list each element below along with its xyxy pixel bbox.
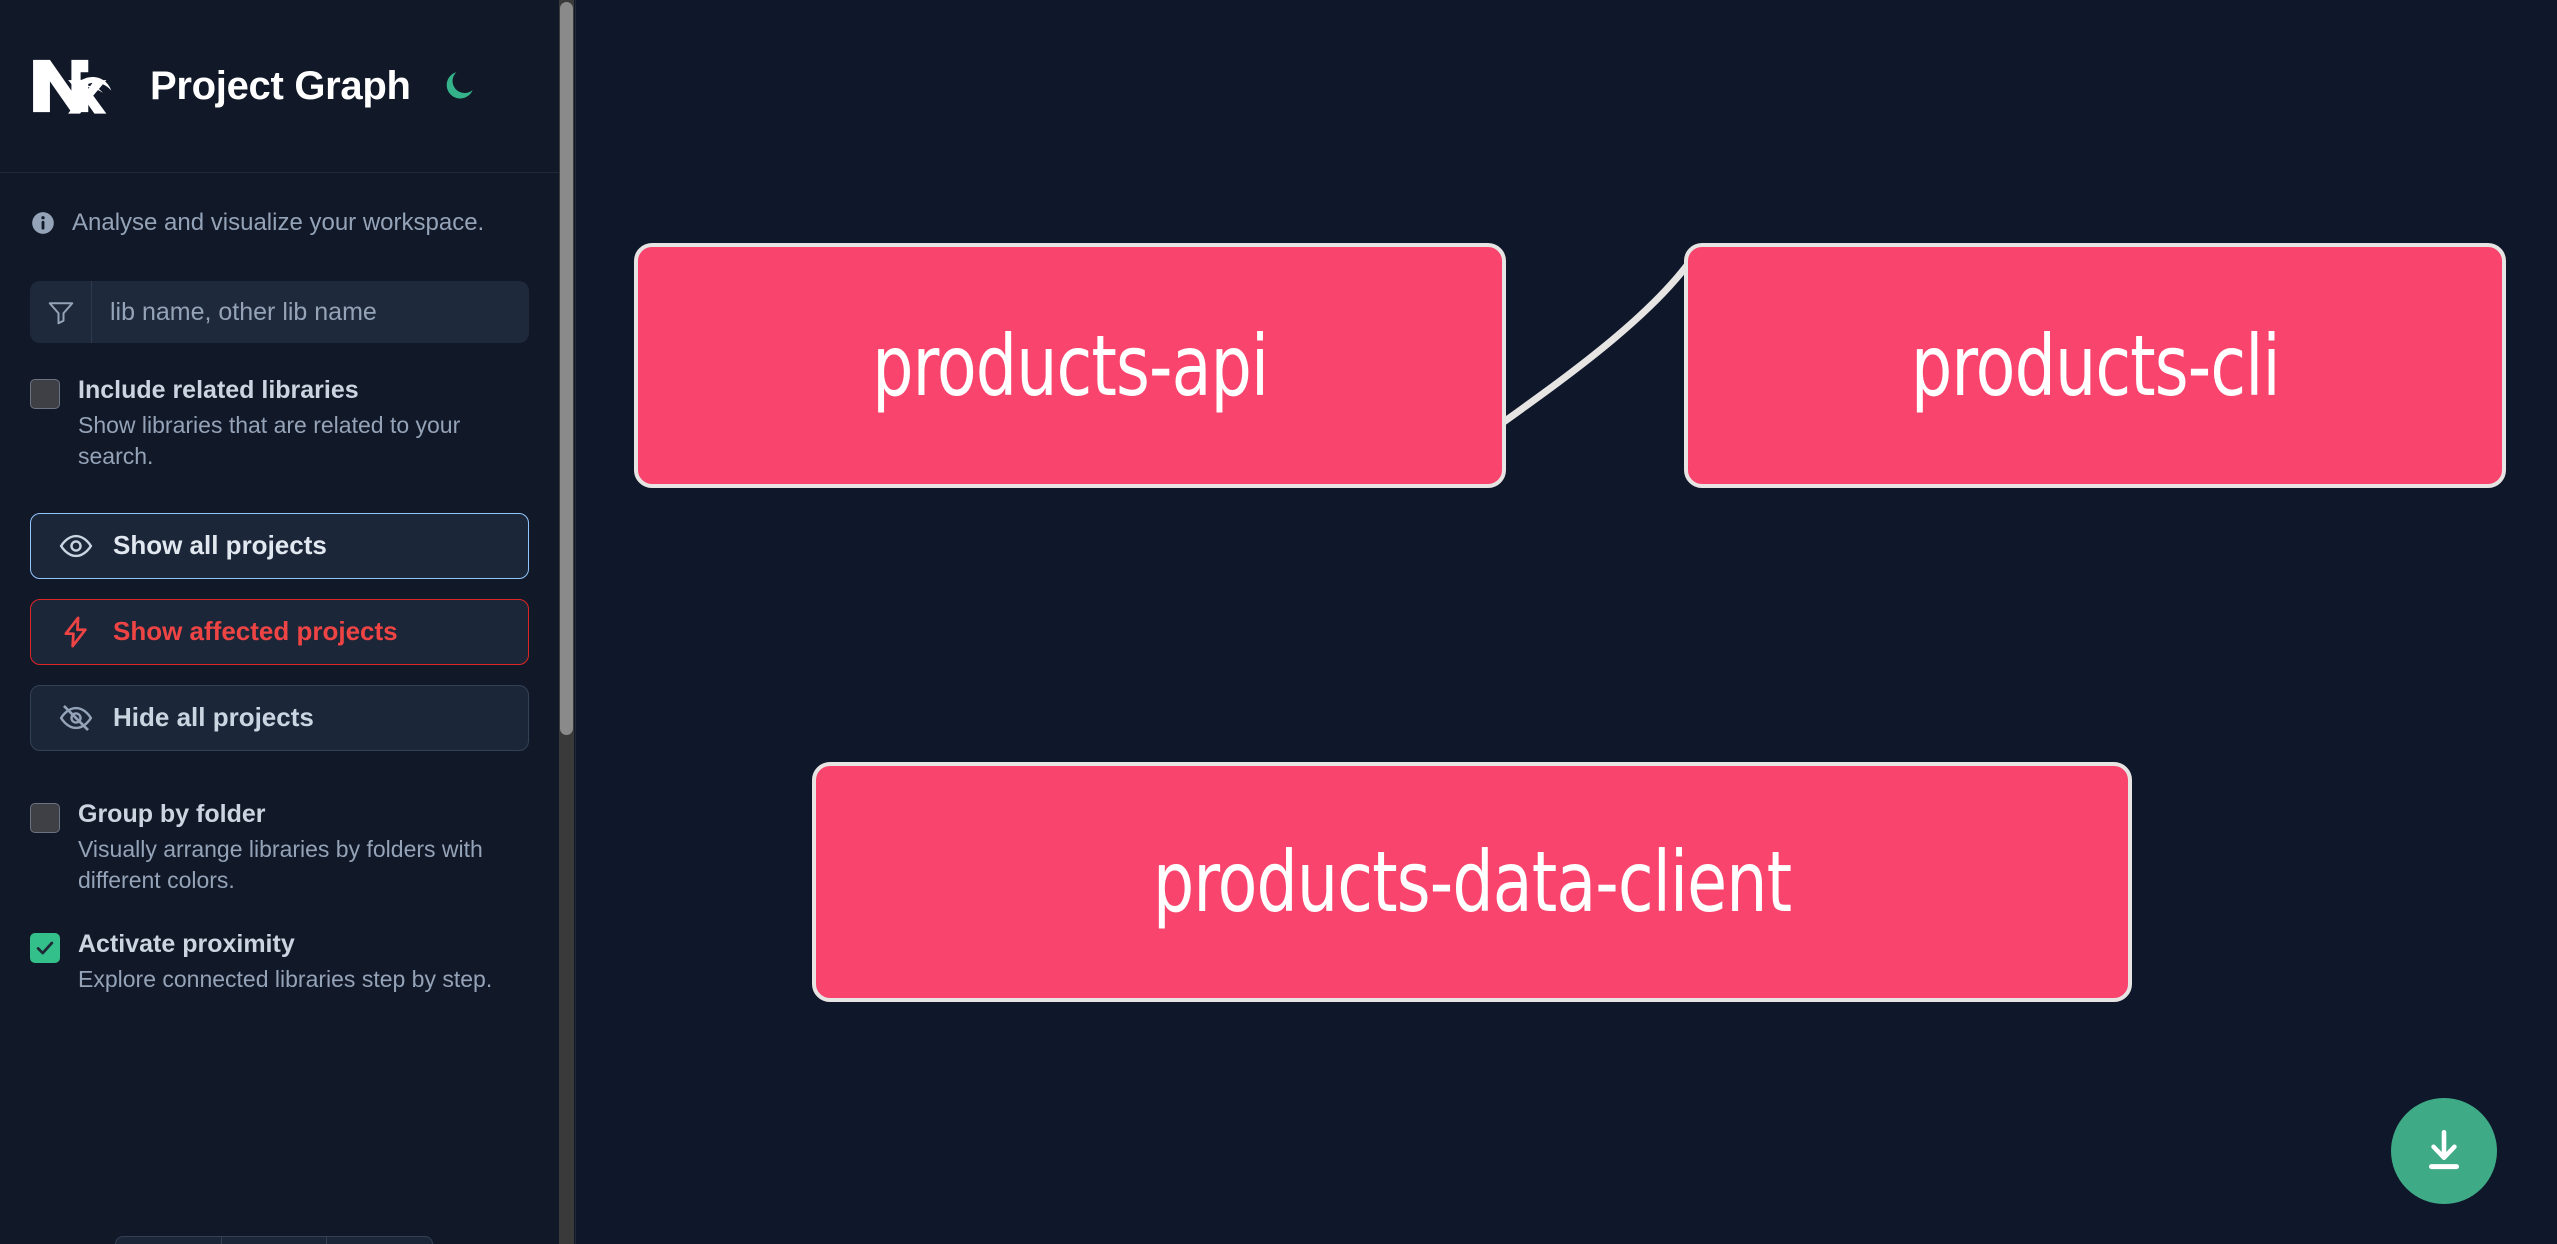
info-icon — [32, 212, 54, 234]
page-title: Project Graph — [150, 63, 411, 108]
download-button[interactable] — [2391, 1098, 2497, 1204]
search-field[interactable] — [30, 281, 529, 343]
graph-node-products-cli[interactable]: products-cli — [1684, 243, 2506, 488]
activate-proximity-checkbox[interactable] — [30, 932, 60, 963]
option-activate-proximity[interactable]: Activate proximity Explore connected lib… — [30, 929, 529, 995]
moon-icon-glyph — [446, 72, 473, 99]
project-visibility-buttons: Show all projects Show affected projects… — [30, 512, 529, 751]
hide-all-projects-button[interactable]: Hide all projects — [30, 684, 529, 751]
option-group-by-folder[interactable]: Group by folder Visually arrange librari… — [30, 799, 529, 895]
hide-all-projects-label: Hide all projects — [113, 702, 314, 733]
moon-icon[interactable] — [437, 63, 483, 109]
option-title: Group by folder — [78, 799, 266, 828]
option-description: Visually arrange libraries by folders wi… — [78, 836, 483, 893]
graph-node-label: products-data-client — [1152, 833, 1792, 931]
nx-logo — [33, 59, 112, 114]
sidebar-scrollbar-thumb[interactable] — [560, 2, 573, 735]
segmented-control-option[interactable] — [327, 1237, 432, 1244]
option-title: Activate proximity — [78, 929, 295, 958]
option-description: Show libraries that are related to your … — [78, 412, 461, 469]
sidebar: Project Graph Analyse and visualize your… — [0, 0, 576, 1244]
sidebar-header: Project Graph — [0, 0, 559, 173]
option-title: Include related libraries — [78, 376, 359, 404]
option-description: Explore connected libraries step by step… — [78, 966, 493, 993]
option-body: Group by folder Visually arrange librari… — [78, 799, 529, 895]
lightning-bolt-icon — [64, 616, 87, 648]
group-by-folder-checkbox[interactable] — [30, 802, 60, 833]
option-body: Activate proximity Explore connected lib… — [78, 929, 529, 995]
segmented-control-option[interactable] — [116, 1237, 222, 1244]
show-affected-projects-label: Show affected projects — [113, 616, 398, 647]
checkmark-icon — [36, 941, 54, 955]
eye-icon — [59, 534, 93, 558]
filter-icon — [30, 281, 92, 343]
download-icon — [2429, 1129, 2459, 1170]
show-all-projects-label: Show all projects — [113, 530, 327, 561]
graph-node-products-api[interactable]: products-api — [634, 243, 1506, 488]
option-body: Include related libraries Show libraries… — [78, 375, 529, 471]
graph-node-label: products-cli — [1910, 316, 2281, 415]
segmented-control[interactable] — [115, 1236, 433, 1244]
show-all-projects-button[interactable]: Show all projects — [30, 512, 529, 579]
graph-node-label: products-api — [872, 316, 1269, 415]
graph-canvas[interactable]: products-api products-cli products-data-… — [576, 0, 2557, 1244]
segmented-control-option[interactable] — [222, 1237, 328, 1244]
sidebar-scrollbar[interactable] — [559, 0, 574, 1244]
sidebar-scroll-area: Project Graph Analyse and visualize your… — [0, 0, 559, 1244]
workspace-info-text: Analyse and visualize your workspace. — [72, 209, 485, 236]
eye-off-icon — [59, 704, 93, 731]
graph-node-products-data-client[interactable]: products-data-client — [812, 762, 2132, 1002]
option-include-related-libraries[interactable]: Include related libraries Show libraries… — [30, 375, 529, 471]
workspace-info: Analyse and visualize your workspace. — [0, 173, 559, 237]
graph-edges — [1052, 248, 1701, 482]
search-input[interactable] — [92, 281, 529, 343]
show-affected-projects-button[interactable]: Show affected projects — [30, 598, 529, 665]
filter-icon-glyph — [48, 302, 73, 325]
include-related-libraries-checkbox[interactable] — [30, 379, 60, 409]
